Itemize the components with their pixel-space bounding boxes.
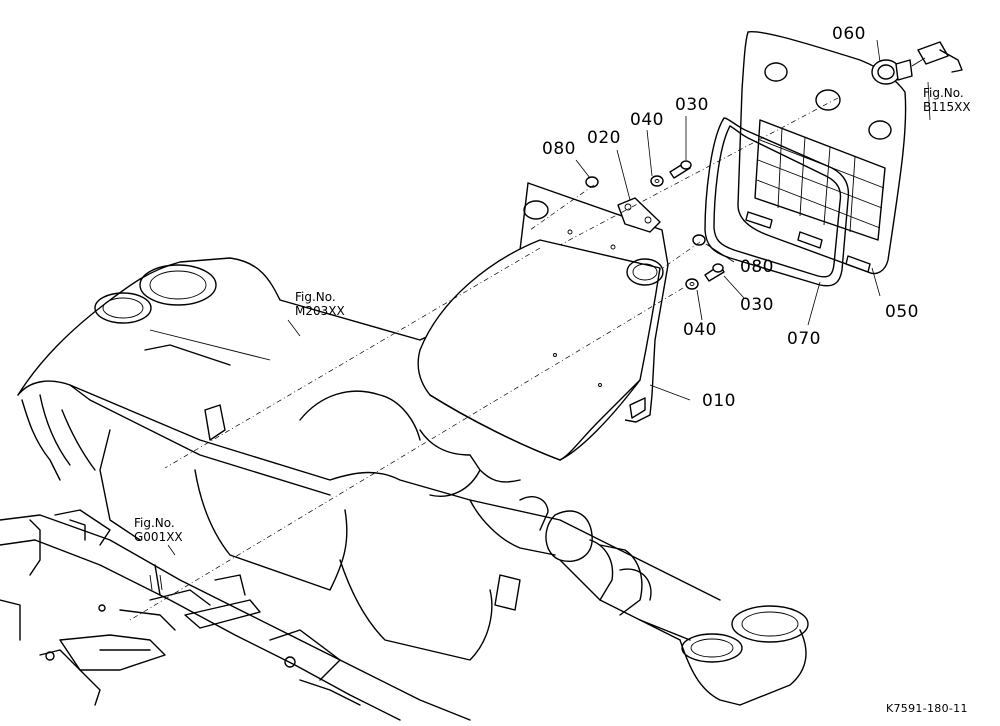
fig-ref-b115-prefix: Fig.No. bbox=[923, 86, 964, 100]
center-lines bbox=[129, 97, 839, 621]
part-070-frame bbox=[704, 117, 850, 287]
part-010-duct bbox=[417, 182, 669, 461]
label-080-lower: 080 bbox=[740, 257, 774, 277]
drawing-number: K7591-180-11 bbox=[886, 702, 968, 715]
fig-ref-g001-code: G001XX bbox=[134, 530, 183, 544]
fig-ref-m203-code: M203XX bbox=[295, 304, 345, 318]
part-020-latch bbox=[617, 197, 661, 233]
label-040-upper: 040 bbox=[630, 110, 664, 130]
fig-ref-g001-prefix: Fig.No. bbox=[134, 516, 175, 530]
fig-ref-b115-code: B115XX bbox=[923, 100, 971, 114]
leader-lines bbox=[167, 39, 931, 556]
label-010: 010 bbox=[702, 391, 736, 411]
label-040-lower: 040 bbox=[683, 320, 717, 340]
part-050-grille bbox=[737, 31, 907, 275]
label-070: 070 bbox=[787, 329, 821, 349]
fig-ref-m203: Fig.No. M203XX bbox=[295, 290, 345, 318]
label-060: 060 bbox=[832, 24, 866, 44]
fig-ref-m203-prefix: Fig.No. bbox=[295, 290, 336, 304]
hardware bbox=[585, 160, 725, 290]
part-060-lock bbox=[871, 41, 963, 85]
label-020: 020 bbox=[587, 128, 621, 148]
label-050: 050 bbox=[885, 302, 919, 322]
fig-ref-b115: Fig.No. B115XX bbox=[923, 86, 971, 114]
label-030-lower: 030 bbox=[740, 295, 774, 315]
label-030-upper: 030 bbox=[675, 95, 709, 115]
fig-ref-g001: Fig.No. G001XX bbox=[134, 516, 183, 544]
label-080-upper: 080 bbox=[542, 139, 576, 159]
tractor-body bbox=[0, 257, 809, 721]
